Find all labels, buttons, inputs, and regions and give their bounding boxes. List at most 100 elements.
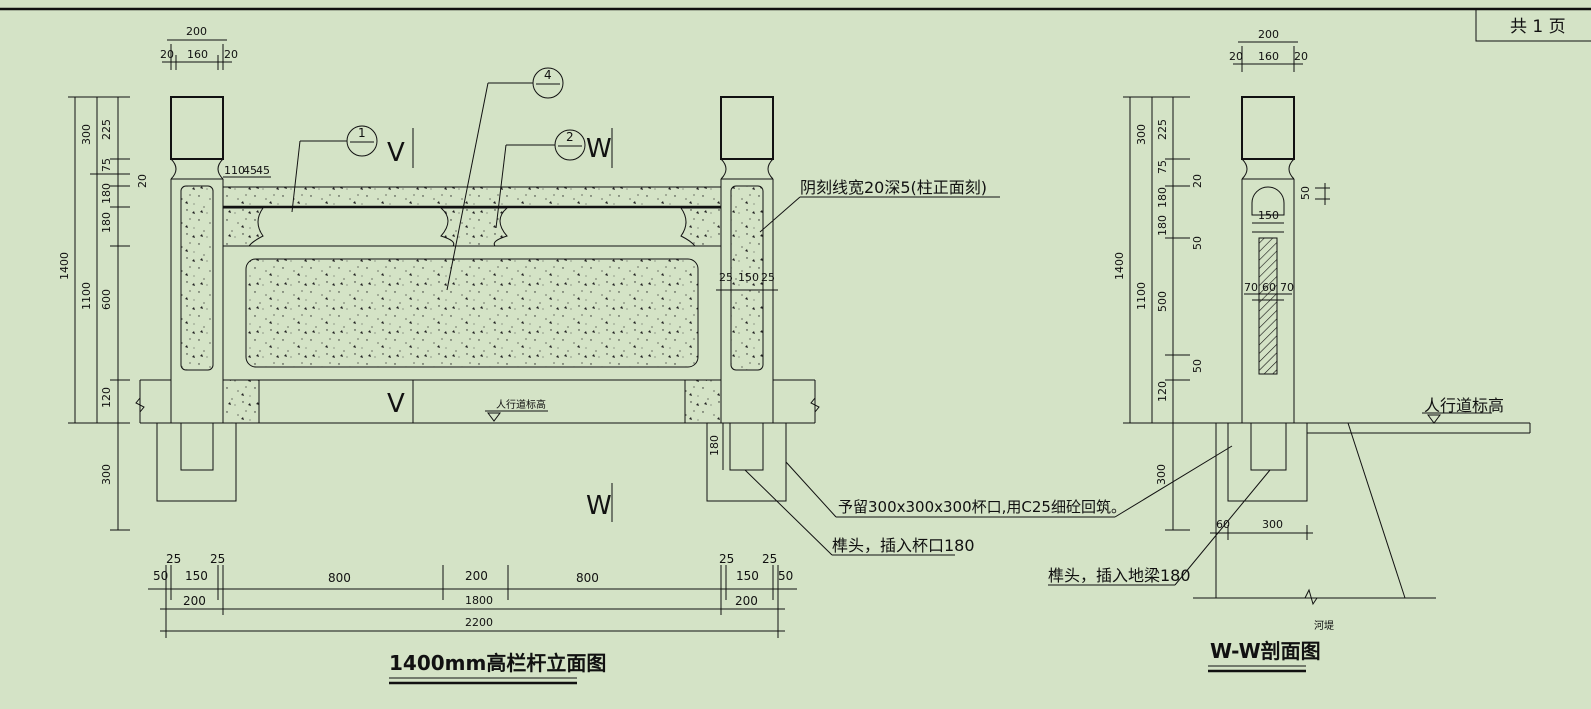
callout-2: 2 bbox=[495, 129, 586, 229]
callout-4: 4 bbox=[446, 67, 564, 291]
right-post bbox=[720, 96, 774, 423]
svg-text:300: 300 bbox=[1135, 124, 1148, 145]
svg-text:1: 1 bbox=[358, 126, 366, 140]
svg-text:1100: 1100 bbox=[80, 282, 93, 310]
svg-text:800: 800 bbox=[576, 571, 599, 585]
front-bottom-dims: 50 25 150 25 800 200 800 25 150 25 50 20… bbox=[148, 552, 797, 638]
front-detail-dims: 110 45 45 25 150 25 180 bbox=[223, 164, 778, 470]
svg-text:150: 150 bbox=[185, 569, 208, 583]
svg-text:300: 300 bbox=[80, 124, 93, 145]
footing-right bbox=[706, 422, 787, 502]
svg-text:200: 200 bbox=[183, 594, 206, 608]
walkway-label-front: 人行道标高 bbox=[496, 398, 546, 411]
svg-text:225: 225 bbox=[1156, 119, 1169, 140]
svg-text:200: 200 bbox=[465, 569, 488, 583]
svg-text:160: 160 bbox=[1258, 50, 1279, 63]
svg-text:50: 50 bbox=[1191, 236, 1204, 250]
svg-text:110: 110 bbox=[224, 164, 245, 177]
section-tenon-note: 榫头，插入地梁180 bbox=[1048, 566, 1191, 585]
svg-text:50: 50 bbox=[153, 569, 168, 583]
svg-text:200: 200 bbox=[186, 25, 207, 38]
svg-text:45: 45 bbox=[243, 164, 257, 177]
svg-text:160: 160 bbox=[187, 48, 208, 61]
section-footing bbox=[1227, 422, 1308, 502]
svg-text:2: 2 bbox=[566, 130, 574, 144]
front-left-dims: 1400 300 300 1100 225 75 20 180 180 600 … bbox=[58, 96, 149, 531]
front-top-dims: 200 20 160 20 bbox=[160, 25, 238, 70]
svg-text:150: 150 bbox=[738, 271, 759, 284]
front-elevation: V V W W 1 2 4 阴 bbox=[58, 25, 1126, 685]
svg-text:500: 500 bbox=[1156, 291, 1169, 312]
svg-text:600: 600 bbox=[100, 289, 113, 310]
svg-text:70: 70 bbox=[1244, 281, 1258, 294]
svg-text:120: 120 bbox=[1156, 381, 1169, 402]
left-post bbox=[170, 96, 224, 423]
svg-text:25: 25 bbox=[719, 552, 734, 566]
svg-text:300: 300 bbox=[1262, 518, 1283, 531]
svg-text:200: 200 bbox=[735, 594, 758, 608]
svg-text:150: 150 bbox=[1258, 209, 1279, 222]
svg-text:70: 70 bbox=[1280, 281, 1294, 294]
top-rail bbox=[222, 186, 722, 208]
svg-text:800: 800 bbox=[328, 571, 351, 585]
svg-text:45: 45 bbox=[256, 164, 270, 177]
svg-text:180: 180 bbox=[1156, 187, 1169, 208]
svg-text:1400: 1400 bbox=[58, 252, 71, 280]
svg-text:180: 180 bbox=[100, 212, 113, 233]
svg-text:60: 60 bbox=[1262, 281, 1276, 294]
svg-text:1100: 1100 bbox=[1135, 282, 1148, 310]
svg-text:20: 20 bbox=[1294, 50, 1308, 63]
svg-text:120: 120 bbox=[100, 387, 113, 408]
carve-note: 阴刻线宽20深5(柱正面刻) bbox=[800, 178, 987, 197]
svg-text:25: 25 bbox=[762, 552, 777, 566]
section-inner-dims: 50 150 70 60 70 bbox=[1244, 183, 1330, 295]
svg-text:225: 225 bbox=[100, 119, 113, 140]
svg-text:4: 4 bbox=[544, 68, 552, 82]
section-core bbox=[1258, 237, 1278, 375]
page-count-box bbox=[1475, 8, 1591, 42]
section-top-dims: 200 20 160 20 bbox=[1229, 28, 1308, 72]
svg-text:180: 180 bbox=[1156, 215, 1169, 236]
svg-text:200: 200 bbox=[1258, 28, 1279, 41]
svg-text:20: 20 bbox=[136, 174, 149, 188]
svg-text:1400: 1400 bbox=[1113, 252, 1126, 280]
svg-text:50: 50 bbox=[1299, 186, 1312, 200]
front-elevation-title: 1400mm高栏杆立面图 bbox=[389, 651, 606, 675]
svg-text:20: 20 bbox=[1229, 50, 1243, 63]
svg-text:2200: 2200 bbox=[465, 616, 493, 629]
svg-text:25: 25 bbox=[166, 552, 181, 566]
section-cut-v-bottom: V bbox=[387, 389, 405, 419]
svg-text:50: 50 bbox=[778, 569, 793, 583]
baluster-left bbox=[222, 207, 264, 247]
svg-text:75: 75 bbox=[100, 158, 113, 172]
svg-text:50: 50 bbox=[1191, 359, 1204, 373]
section-cut-v-top: V bbox=[387, 138, 405, 168]
svg-text:180: 180 bbox=[708, 435, 721, 456]
section-cut-w-top: W bbox=[586, 134, 612, 164]
svg-text:75: 75 bbox=[1156, 160, 1169, 174]
svg-text:60: 60 bbox=[1216, 518, 1230, 531]
svg-text:25: 25 bbox=[210, 552, 225, 566]
socket-note: 予留300x300x300杯口,用C25细砼回筑。 bbox=[838, 498, 1126, 516]
svg-text:180: 180 bbox=[100, 183, 113, 204]
river-label: 河堤 bbox=[1314, 620, 1334, 632]
svg-text:20: 20 bbox=[1191, 174, 1204, 188]
walkway-label-section: 人行道标高 bbox=[1424, 396, 1504, 415]
section-left-dims: 1400 300 300 1100 225 75 20 180 180 50 5… bbox=[1113, 96, 1204, 531]
section-base-dims: 60 300 bbox=[1210, 518, 1313, 540]
tenon-note: 榫头，插入杯口180 bbox=[832, 536, 975, 555]
section-cut-w-bottom: W bbox=[586, 491, 612, 521]
svg-text:25: 25 bbox=[719, 271, 733, 284]
page-count-label: 共 1 页 bbox=[1510, 17, 1566, 37]
callout-1: 1 bbox=[291, 125, 378, 213]
svg-text:25: 25 bbox=[761, 271, 775, 284]
section-view: 河堤 人行道标高 榫头，插入地梁180 200 20 160 20 bbox=[1048, 28, 1531, 673]
main-panel bbox=[245, 258, 699, 368]
baluster-right bbox=[680, 207, 722, 247]
svg-text:300: 300 bbox=[1155, 464, 1168, 485]
section-view-title: W-W剖面图 bbox=[1210, 639, 1321, 663]
svg-text:1800: 1800 bbox=[465, 594, 493, 607]
svg-text:150: 150 bbox=[736, 569, 759, 583]
